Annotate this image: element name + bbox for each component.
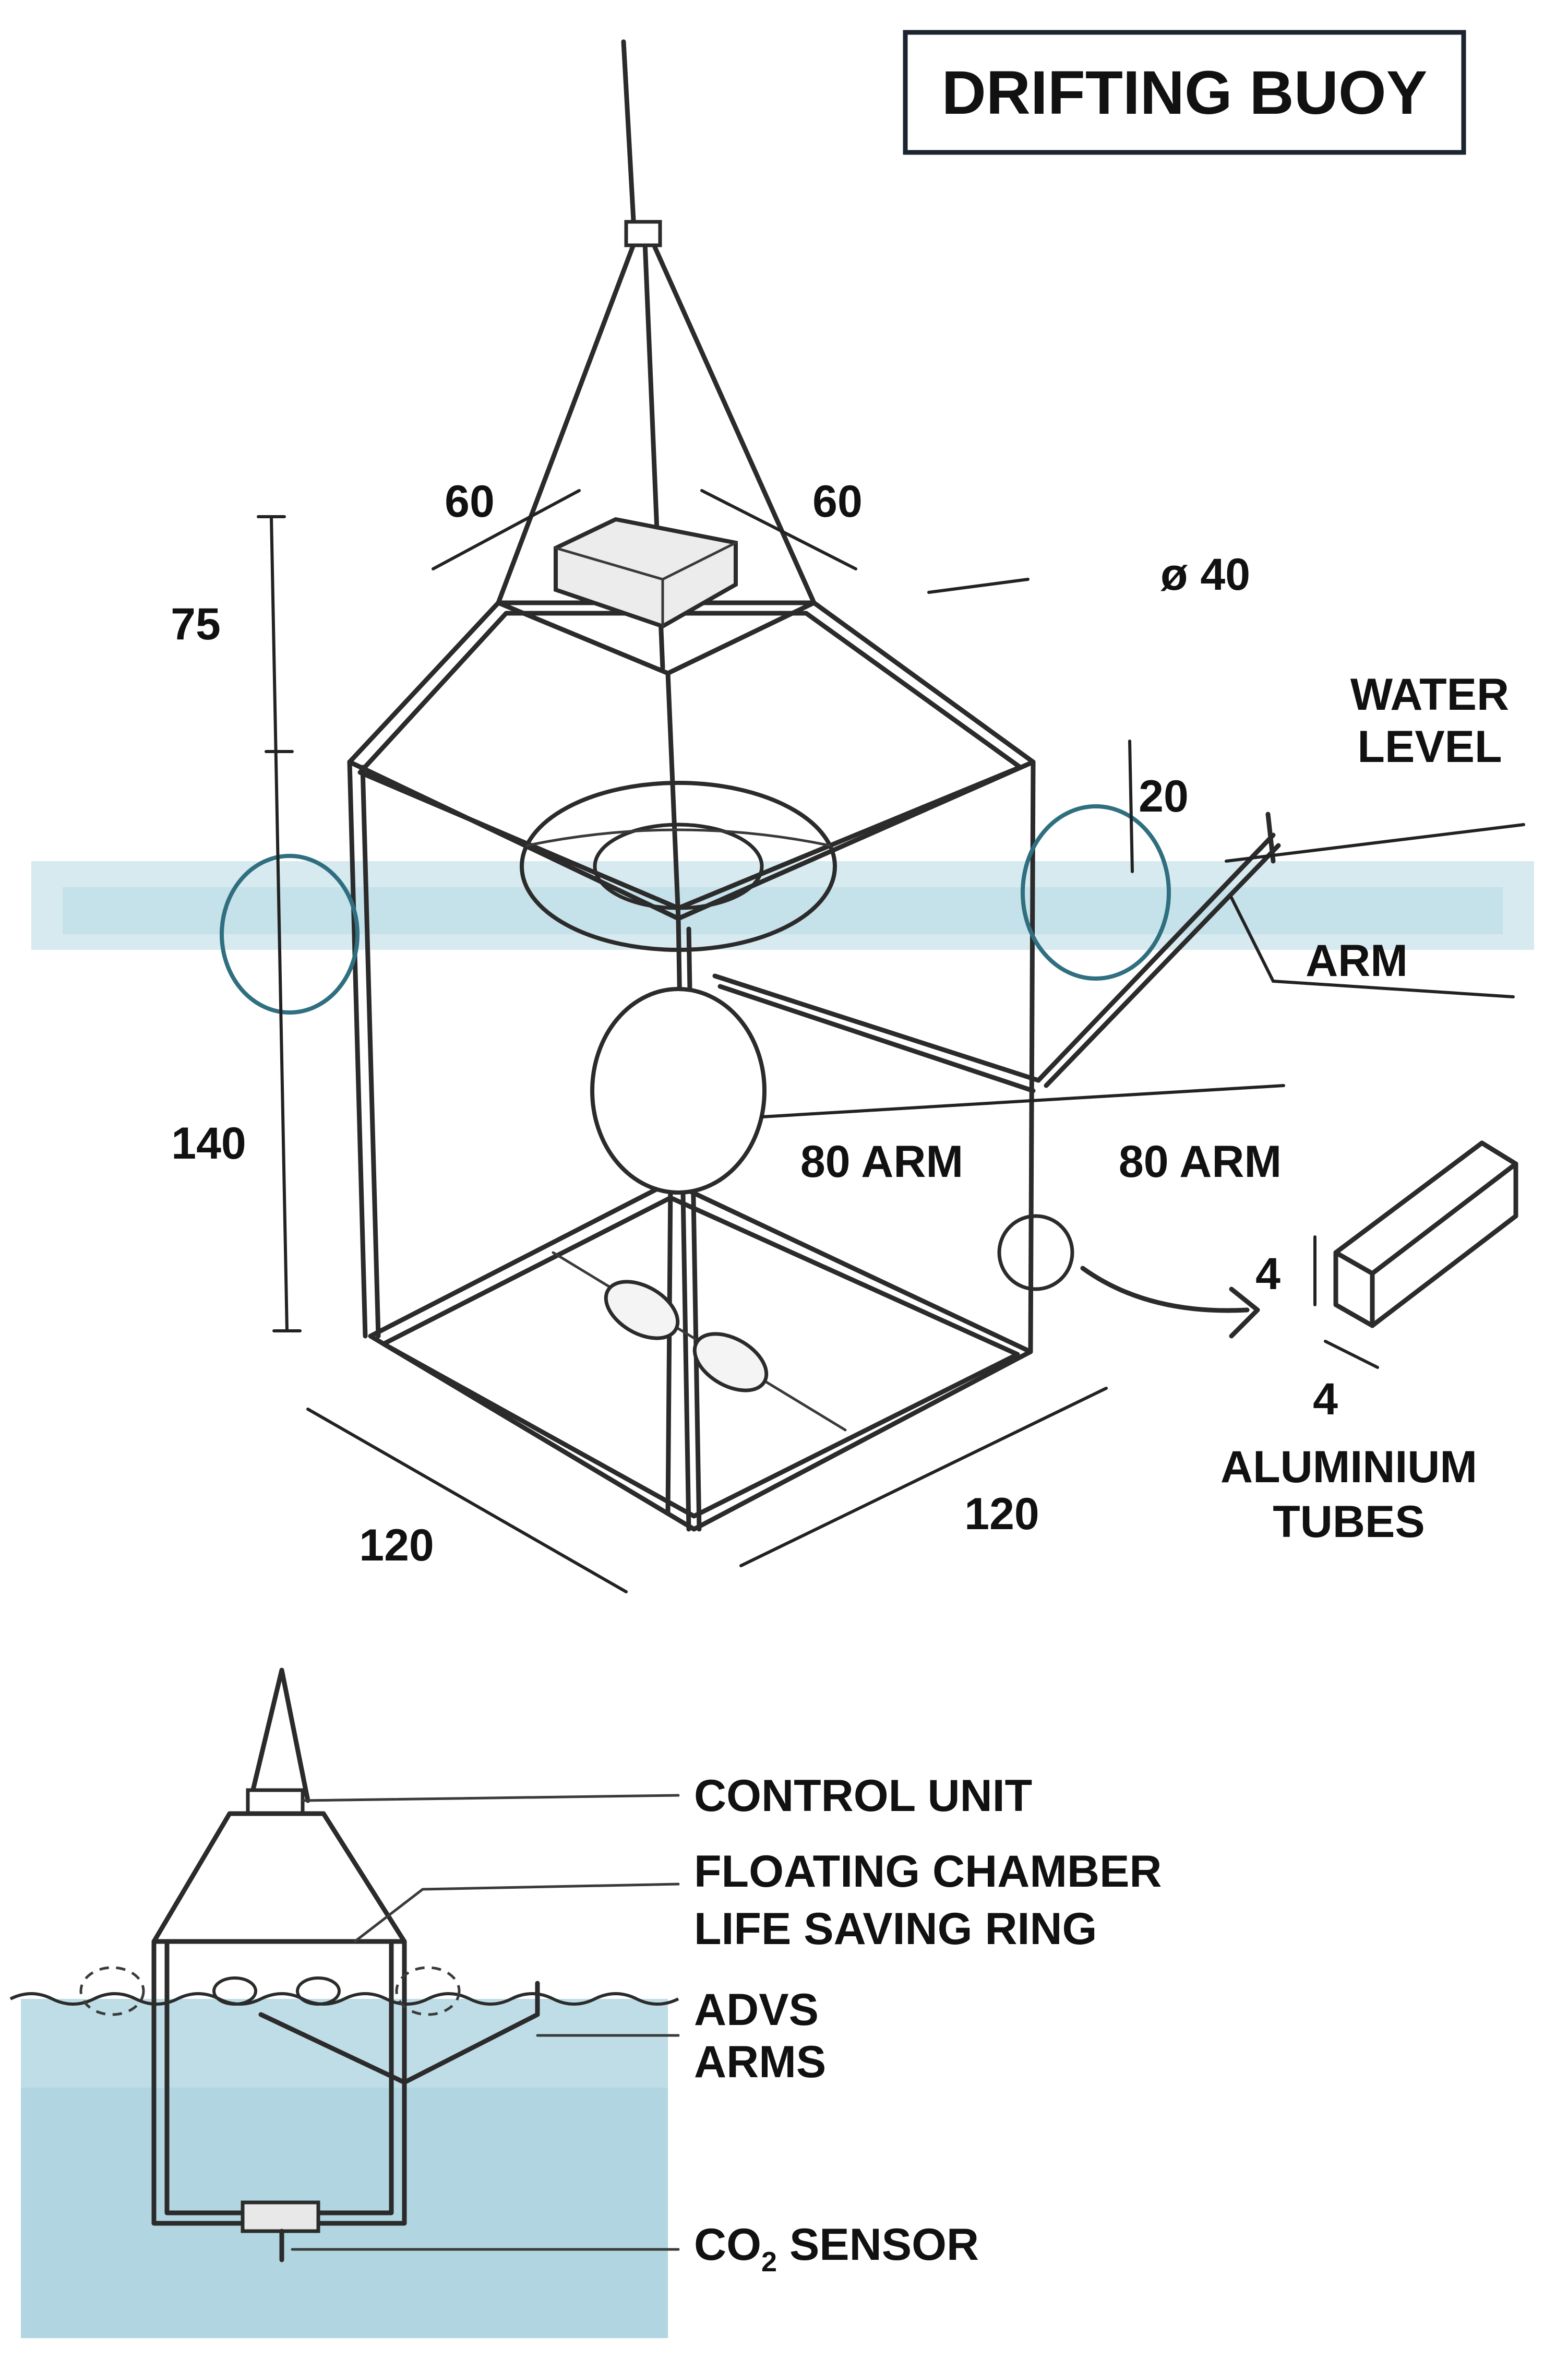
dimension-lines [257, 489, 1525, 1593]
floating-chambers [220, 804, 1171, 1195]
dim-top-right: 60 [812, 476, 863, 527]
control-unit [554, 517, 738, 629]
title-box: DRIFTING BUOY [903, 30, 1466, 155]
life-saving-ring [520, 781, 837, 952]
tubes-label-2: TUBES [1273, 1497, 1425, 1547]
dim-arm-right: 80 ARM [1119, 1137, 1282, 1187]
buoy-frame [347, 39, 1281, 1532]
dim-arm-left: 80 ARM [800, 1137, 963, 1187]
legend-co2-subscript: 2 [761, 2246, 777, 2278]
legend-control-unit: CONTROL UNIT [694, 1771, 1032, 1821]
legend-co2-prefix: CO [694, 2220, 761, 2270]
title: DRIFTING BUOY [942, 58, 1428, 127]
legend-arms: ARMS [694, 2037, 826, 2087]
arm-label: ARM [1306, 936, 1408, 986]
dim-pyramid-height: 75 [171, 599, 221, 649]
co2-sensor-device [552, 1251, 847, 1432]
dim-float-offset: 20 [1139, 771, 1189, 821]
dim-tube-height: 4 [1255, 1249, 1280, 1299]
section-view [9, 1667, 680, 2338]
dim-base-left: 120 [359, 1520, 434, 1570]
legend-co2-suffix: SENSOR [777, 2220, 979, 2270]
tubes-label-1: ALUMINIUM [1220, 1442, 1477, 1492]
legend-floating-chamber: FLOATING CHAMBER [694, 1846, 1162, 1897]
dim-tube-width: 4 [1313, 1374, 1338, 1424]
dim-float-diameter: ø 40 [1160, 550, 1250, 600]
dim-base-right: 120 [964, 1489, 1039, 1539]
dim-top-left: 60 [445, 476, 495, 527]
legend-co2-sensor: CO2 SENSOR [694, 2220, 979, 2278]
legend-life-saving-ring: LIFE SAVING RING [694, 1904, 1097, 1954]
legend-advs: ADVS [694, 1985, 819, 2035]
tube-detail [997, 1140, 1518, 1339]
water-band [31, 861, 1534, 950]
water-level-label-2: LEVEL [1357, 722, 1502, 772]
dim-frame-height: 140 [171, 1118, 246, 1169]
water-level-label-1: WATER [1350, 670, 1509, 720]
